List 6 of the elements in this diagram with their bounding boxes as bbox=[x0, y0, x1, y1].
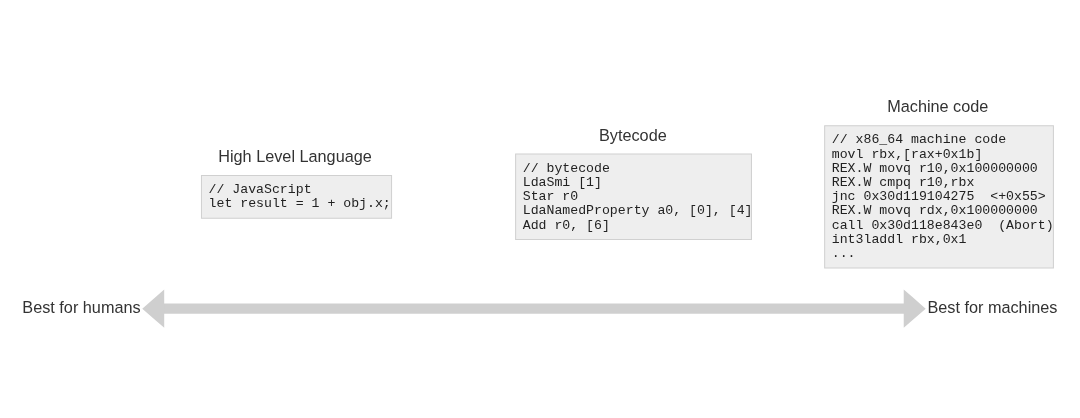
node-text: Best for humans bbox=[22, 297, 141, 316]
node-label: Bytecode bbox=[598, 125, 667, 144]
node-text: Best for machines bbox=[927, 297, 1058, 316]
node-label: Machine code bbox=[887, 97, 989, 116]
arrow bbox=[142, 289, 926, 328]
node-label: High Level Language bbox=[218, 147, 372, 166]
